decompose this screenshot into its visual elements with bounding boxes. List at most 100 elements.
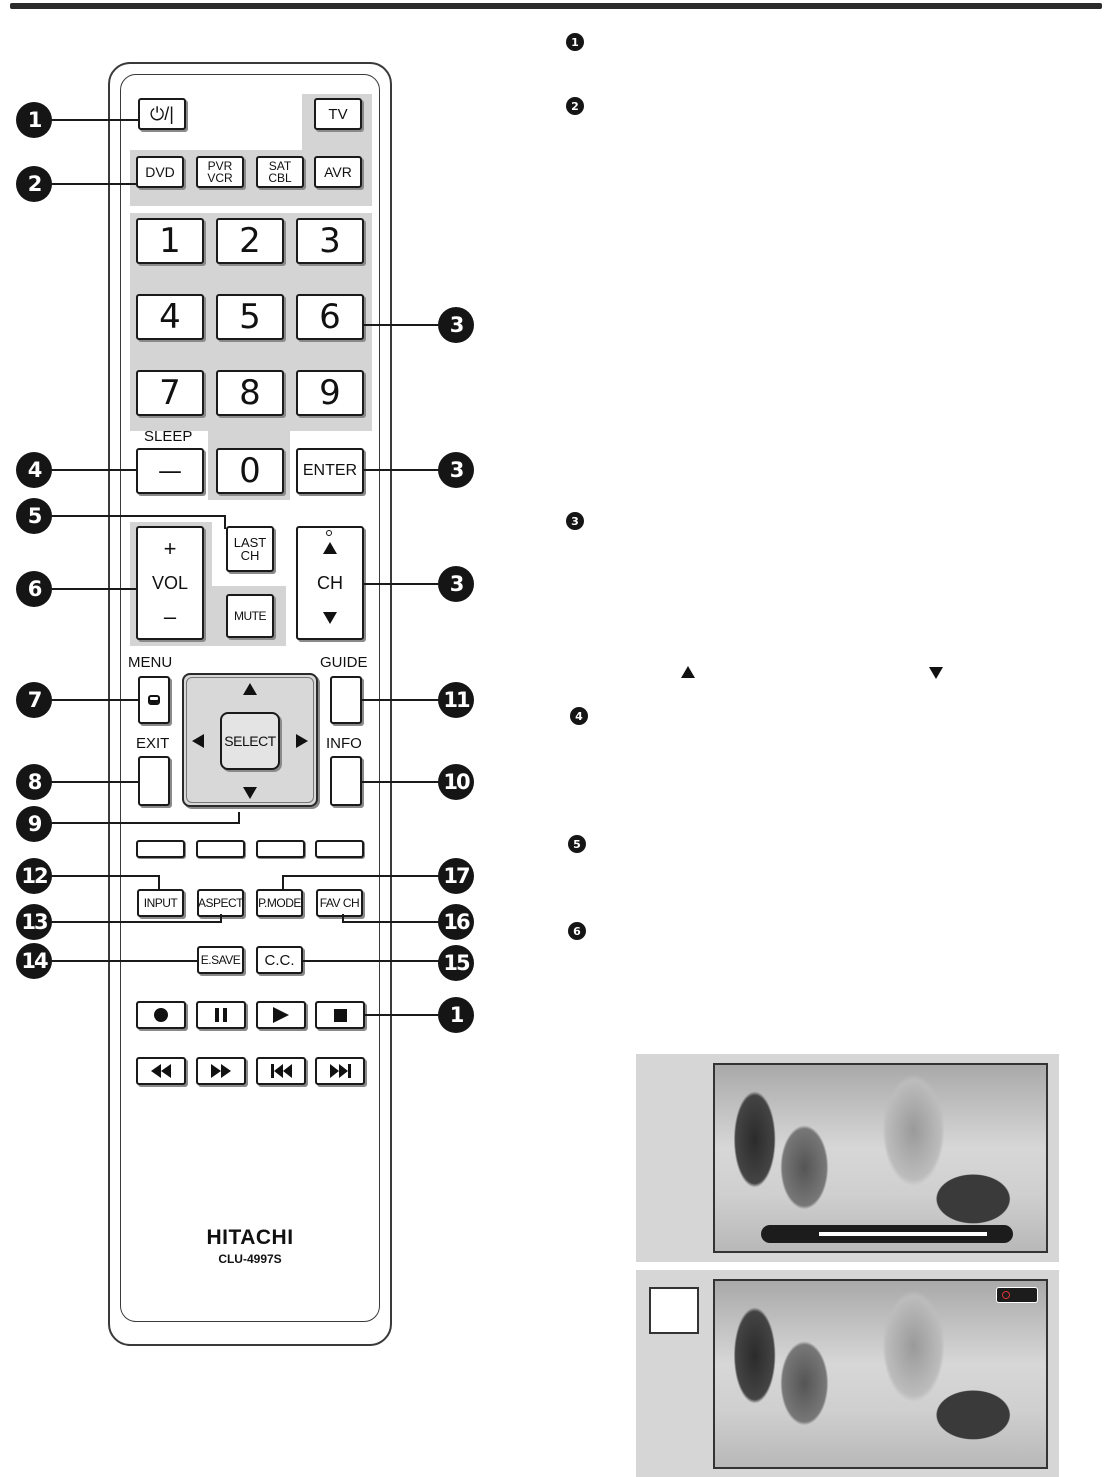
ch-up-icon <box>323 542 337 554</box>
volume-rocker[interactable]: + VOL – <box>136 526 204 640</box>
play-button[interactable] <box>256 1001 306 1029</box>
key-6[interactable]: 6 <box>296 294 364 340</box>
callout-input: 12 <box>16 858 52 894</box>
callout-dpad: 9 <box>16 806 52 842</box>
leader-line <box>220 914 222 923</box>
mute-button[interactable]: MUTE <box>226 594 274 638</box>
cc-button[interactable]: C.C. <box>256 946 303 974</box>
sleep-button[interactable]: — <box>136 448 204 494</box>
leader-line <box>158 875 160 889</box>
marker-5: 5 <box>568 835 586 853</box>
leader-line <box>364 583 440 585</box>
marker-4: 4 <box>570 707 588 725</box>
callout-esave: 14 <box>16 943 52 979</box>
rewind-button[interactable] <box>136 1057 186 1085</box>
marker-6: 6 <box>568 922 586 940</box>
info-banner <box>761 1225 1013 1243</box>
callout-power: 1 <box>16 102 52 138</box>
record-icon <box>154 1008 168 1022</box>
callout-guide: 11 <box>438 682 474 718</box>
tv-screen-mute <box>713 1279 1048 1469</box>
last-ch-button[interactable]: LAST CH <box>226 526 274 572</box>
leader-line <box>50 921 222 923</box>
avr-button[interactable]: AVR <box>314 156 362 188</box>
last-ch-line2: CH <box>241 549 260 562</box>
info-banner-line <box>819 1232 987 1236</box>
color-button-1[interactable] <box>136 840 185 858</box>
fast-forward-button[interactable] <box>196 1057 246 1085</box>
leader-line <box>50 960 198 962</box>
exit-button[interactable] <box>138 756 170 806</box>
leader-line <box>224 515 226 529</box>
key-1[interactable]: 1 <box>136 218 204 264</box>
leader-line <box>303 960 440 962</box>
leader-line <box>364 324 440 326</box>
model-number: CLU-4997S <box>120 1252 380 1266</box>
top-rule <box>10 3 1102 9</box>
tv-button[interactable]: TV <box>314 98 362 130</box>
ch-up-symbol-icon <box>681 666 695 678</box>
color-button-4[interactable] <box>315 840 364 858</box>
input-button[interactable]: INPUT <box>137 889 184 917</box>
info-button[interactable] <box>330 756 362 806</box>
marker-3: 3 <box>566 512 584 530</box>
menu-button[interactable] <box>138 676 170 724</box>
skip-forward-icon <box>330 1064 351 1078</box>
leader-line <box>238 812 240 824</box>
key-2[interactable]: 2 <box>216 218 284 264</box>
exit-label: EXIT <box>136 735 169 752</box>
arrow-left-icon[interactable] <box>192 734 204 748</box>
skip-back-button[interactable] <box>256 1057 306 1085</box>
key-5[interactable]: 5 <box>216 294 284 340</box>
color-button-2[interactable] <box>196 840 245 858</box>
arrow-up-icon[interactable] <box>243 683 257 695</box>
key-8[interactable]: 8 <box>216 370 284 416</box>
brand-logo: HITACHI <box>120 1226 380 1250</box>
leader-line <box>50 699 138 701</box>
key-9[interactable]: 9 <box>296 370 364 416</box>
channel-rocker[interactable]: CH <box>296 526 364 640</box>
vol-up-label: + <box>164 538 177 560</box>
leader-line <box>365 1014 440 1016</box>
pause-button[interactable] <box>196 1001 246 1029</box>
ch-label: CH <box>317 574 343 592</box>
key-0[interactable]: 0 <box>216 448 284 494</box>
callout-numbers: 3 <box>438 307 474 343</box>
color-button-3[interactable] <box>256 840 305 858</box>
leader-line <box>342 914 344 923</box>
p-mode-button[interactable]: P.MODE <box>256 889 303 917</box>
leader-line <box>50 183 136 185</box>
key-7[interactable]: 7 <box>136 370 204 416</box>
leader-line <box>362 781 440 783</box>
aspect-button[interactable]: ASPECT <box>197 889 244 917</box>
power-button[interactable]: ⏻/| <box>138 98 186 130</box>
stop-button[interactable] <box>315 1001 365 1029</box>
stop-icon <box>334 1009 347 1022</box>
skip-forward-button[interactable] <box>315 1057 365 1085</box>
arrow-right-icon[interactable] <box>296 734 308 748</box>
key-3[interactable]: 3 <box>296 218 364 264</box>
callout-last-ch: 5 <box>16 498 52 534</box>
mute-indicator-icon <box>996 1287 1038 1303</box>
fav-ch-button[interactable]: FAV CH <box>316 889 363 917</box>
dvd-button[interactable]: DVD <box>136 156 184 188</box>
arrow-down-icon[interactable] <box>243 787 257 799</box>
vol-label: VOL <box>152 574 188 592</box>
guide-button[interactable] <box>330 676 362 724</box>
leader-line <box>362 699 440 701</box>
menu-label: MENU <box>128 654 172 671</box>
callout-transport: 1 <box>438 997 474 1033</box>
callout-source: 2 <box>16 166 52 202</box>
enter-button[interactable]: ENTER <box>296 448 364 494</box>
key-4[interactable]: 4 <box>136 294 204 340</box>
ch-down-symbol-icon <box>929 667 943 679</box>
select-button[interactable]: SELECT <box>220 712 280 770</box>
leader-line <box>50 469 136 471</box>
record-button[interactable] <box>136 1001 186 1029</box>
sleep-label: SLEEP <box>144 428 192 445</box>
fast-forward-icon <box>211 1064 231 1078</box>
e-save-button[interactable]: E.SAVE <box>197 946 244 974</box>
leader-line <box>342 921 440 923</box>
